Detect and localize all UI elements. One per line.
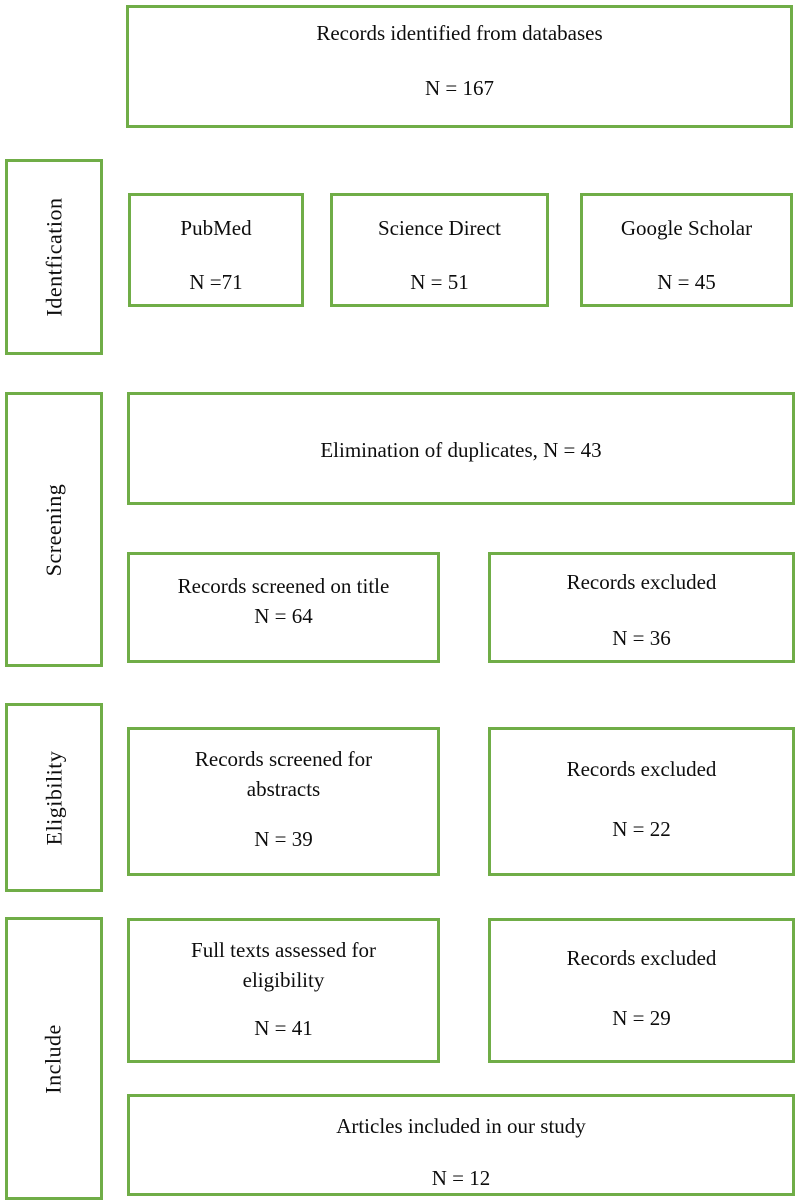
stage-box-eligibility: Eligibility: [5, 703, 103, 892]
node-excluded-full-texts: Records excluded N = 29: [488, 918, 795, 1063]
node-science-direct: Science Direct N = 51: [330, 193, 549, 307]
node-title: Science Direct: [377, 216, 502, 240]
node-title: Records excluded: [566, 946, 717, 970]
stage-label-include: Include: [41, 1023, 66, 1094]
node-count: N = 41: [254, 1016, 313, 1040]
node-count: N = 167: [424, 76, 494, 100]
node-count: N = 29: [612, 1006, 671, 1030]
node-excluded-on-title: Records excluded N = 36: [488, 552, 795, 663]
node-title: Full texts assessed for eligibility: [191, 938, 376, 992]
node-screened-on-title: Records screened on title N = 64: [127, 552, 440, 663]
node-title: Articles included in our study: [336, 1114, 586, 1138]
node-title: PubMed: [180, 216, 252, 240]
node-full-texts-assessed: Full texts assessed for eligibility N = …: [127, 918, 440, 1063]
node-title: Elimination of duplicates, N = 43: [320, 438, 602, 462]
node-count: N = 12: [431, 1166, 491, 1190]
node-count: N = 36: [612, 626, 671, 650]
node-count: N = 51: [410, 270, 469, 294]
node-count: N =71: [189, 270, 243, 294]
node-title: Google Scholar: [620, 216, 753, 240]
node-excluded-abstracts: Records excluded N = 22: [488, 727, 795, 876]
stage-label-eligibility: Eligibility: [41, 750, 67, 845]
node-screened-abstracts: Records screened for abstracts N = 39: [127, 727, 440, 876]
node-count: N = 45: [657, 270, 716, 294]
node-title: Records excluded: [566, 570, 717, 594]
stage-box-include: Include: [5, 917, 103, 1200]
node-count: N = 39: [254, 827, 313, 851]
stage-label-screening: Screening: [41, 483, 66, 576]
node-records-identified: Records identified from databases N = 16…: [126, 5, 793, 128]
node-title: Records screened for abstracts: [194, 747, 373, 801]
node-pubmed: PubMed N =71: [128, 193, 304, 307]
node-title: Records screened on title: [177, 574, 390, 598]
node-duplicates-eliminated: Elimination of duplicates, N = 43: [127, 392, 795, 505]
stage-label-identification: Identfication: [41, 197, 66, 317]
stage-box-identification: Identfication: [5, 159, 103, 355]
node-title: Records identified from databases: [316, 21, 603, 45]
node-articles-included: Articles included in our study N = 12: [127, 1094, 795, 1196]
node-count: N = 64: [254, 604, 313, 628]
node-count: N = 22: [612, 817, 671, 841]
stage-box-screening: Screening: [5, 392, 103, 667]
node-google-scholar: Google Scholar N = 45: [580, 193, 793, 307]
node-title: Records excluded: [566, 757, 717, 781]
